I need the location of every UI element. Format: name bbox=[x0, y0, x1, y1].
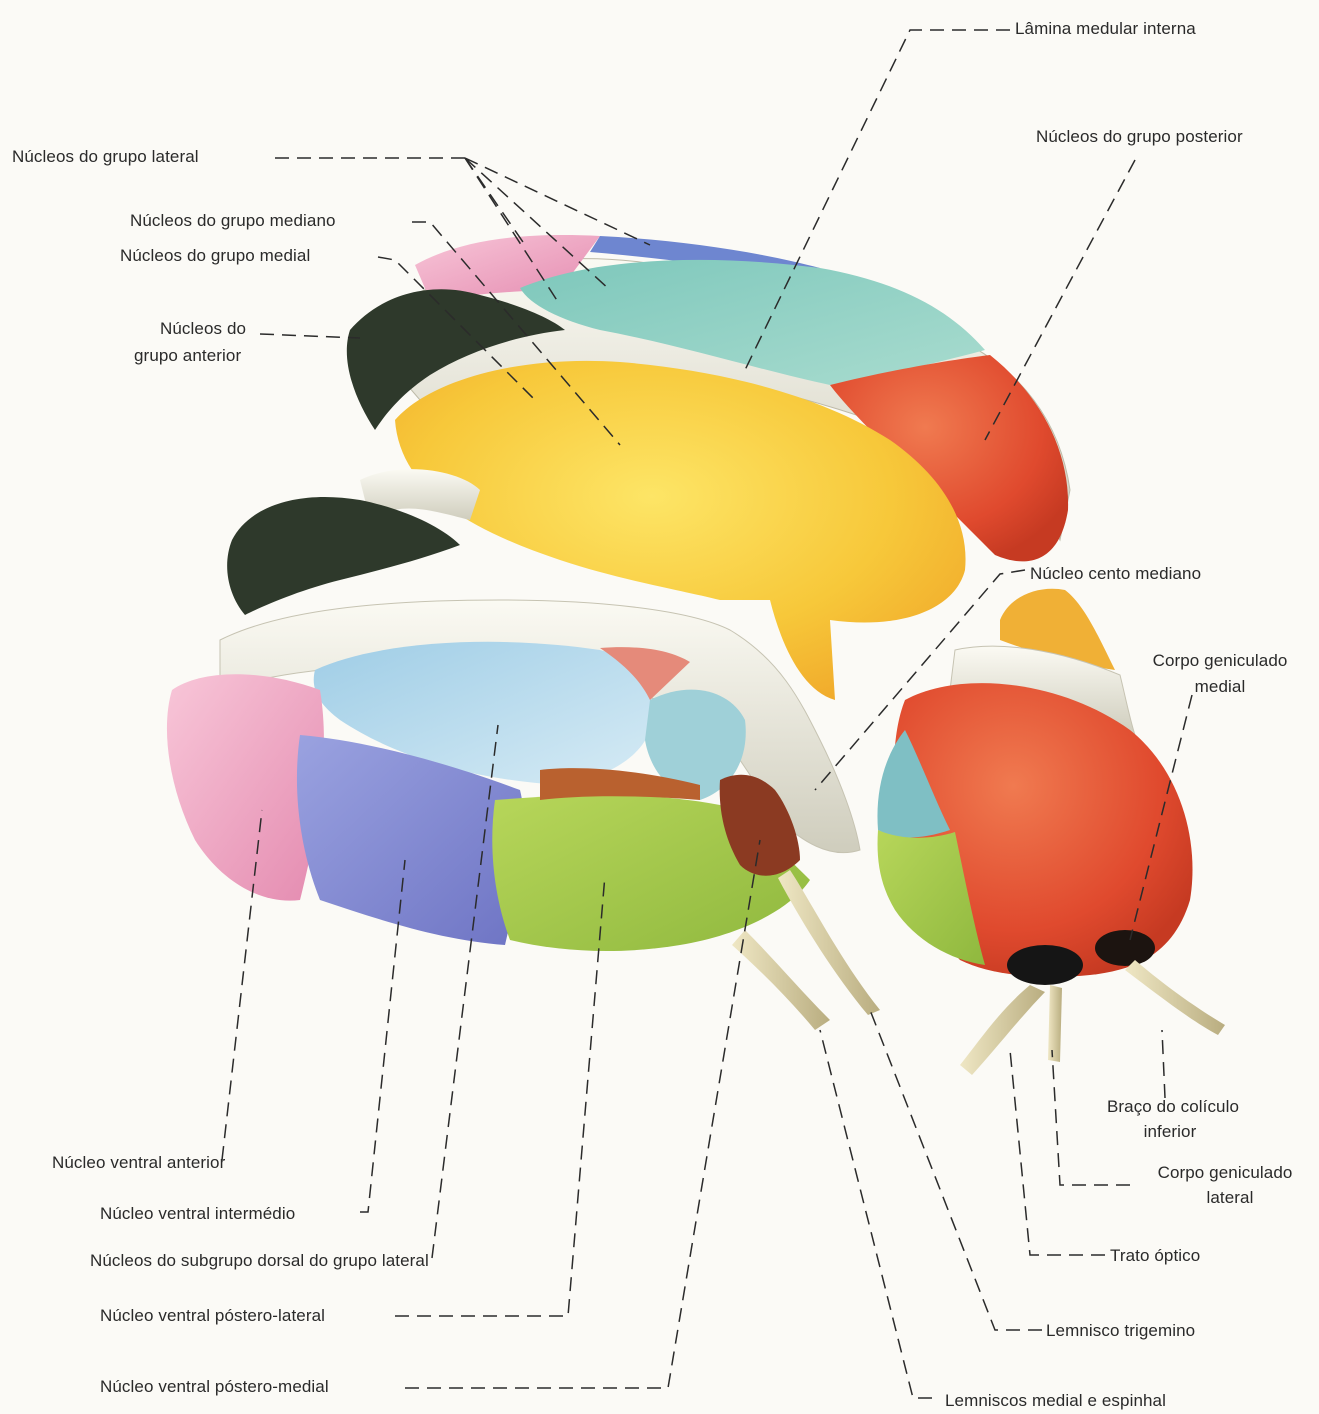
geniculado-lateral-dark bbox=[1007, 945, 1083, 985]
label-nucleos-grupo-medial: Núcleos do grupo medial bbox=[120, 245, 310, 267]
label-corpo-geniculado-lateral-line1: Corpo geniculado bbox=[1130, 1162, 1319, 1184]
label-lemnisco-trigemino: Lemnisco trigemino bbox=[1046, 1320, 1195, 1342]
lemniscos-medial-espinhal-fiber bbox=[732, 930, 830, 1030]
label-nucleo-ventral-postero-medial: Núcleo ventral póstero-medial bbox=[100, 1376, 329, 1398]
label-corpo-geniculado-lateral-line2: lateral bbox=[1170, 1187, 1290, 1209]
label-nucleo-cento-mediano: Núcleo cento mediano bbox=[1030, 563, 1201, 585]
braco-coliculo-inferior-fiber bbox=[1125, 960, 1225, 1035]
label-trato-optico: Trato óptico bbox=[1110, 1245, 1200, 1267]
geniculado-medial-dark bbox=[1095, 930, 1155, 966]
trato-optico-fiber bbox=[960, 985, 1045, 1075]
label-nucleos-grupo-posterior: Núcleos do grupo posterior bbox=[1036, 126, 1243, 148]
label-nucleo-ventral-intermedio: Núcleo ventral intermédio bbox=[100, 1203, 295, 1225]
label-lemniscos-medial-espinhal: Lemniscos medial e espinhal bbox=[945, 1390, 1166, 1412]
label-nucleo-ventral-anterior: Núcleo ventral anterior bbox=[52, 1152, 225, 1174]
label-nucleos-subgrupo-dorsal: Núcleos do subgrupo dorsal do grupo late… bbox=[90, 1250, 429, 1272]
label-nucleos-grupo-anterior-line2: grupo anterior bbox=[134, 345, 241, 367]
geniculado-lateral-fiber bbox=[1048, 985, 1062, 1062]
label-corpo-geniculado-medial-line2: medial bbox=[1160, 676, 1280, 698]
label-nucleos-grupo-mediano: Núcleos do grupo mediano bbox=[130, 210, 336, 232]
label-lamina-medular-interna: Lâmina medular interna bbox=[1015, 18, 1196, 40]
anterior-group-lower bbox=[227, 497, 460, 615]
label-braco-coliculo-inferior-line1: Braço do colículo bbox=[1088, 1096, 1258, 1118]
label-braco-coliculo-inferior-line2: inferior bbox=[1110, 1121, 1230, 1143]
label-corpo-geniculado-medial-line1: Corpo geniculado bbox=[1125, 650, 1315, 672]
label-nucleos-grupo-lateral: Núcleos do grupo lateral bbox=[12, 146, 199, 168]
label-nucleos-grupo-anterior-line1: Núcleos do bbox=[160, 318, 246, 340]
label-nucleo-ventral-postero-lateral: Núcleo ventral póstero-lateral bbox=[100, 1305, 325, 1327]
